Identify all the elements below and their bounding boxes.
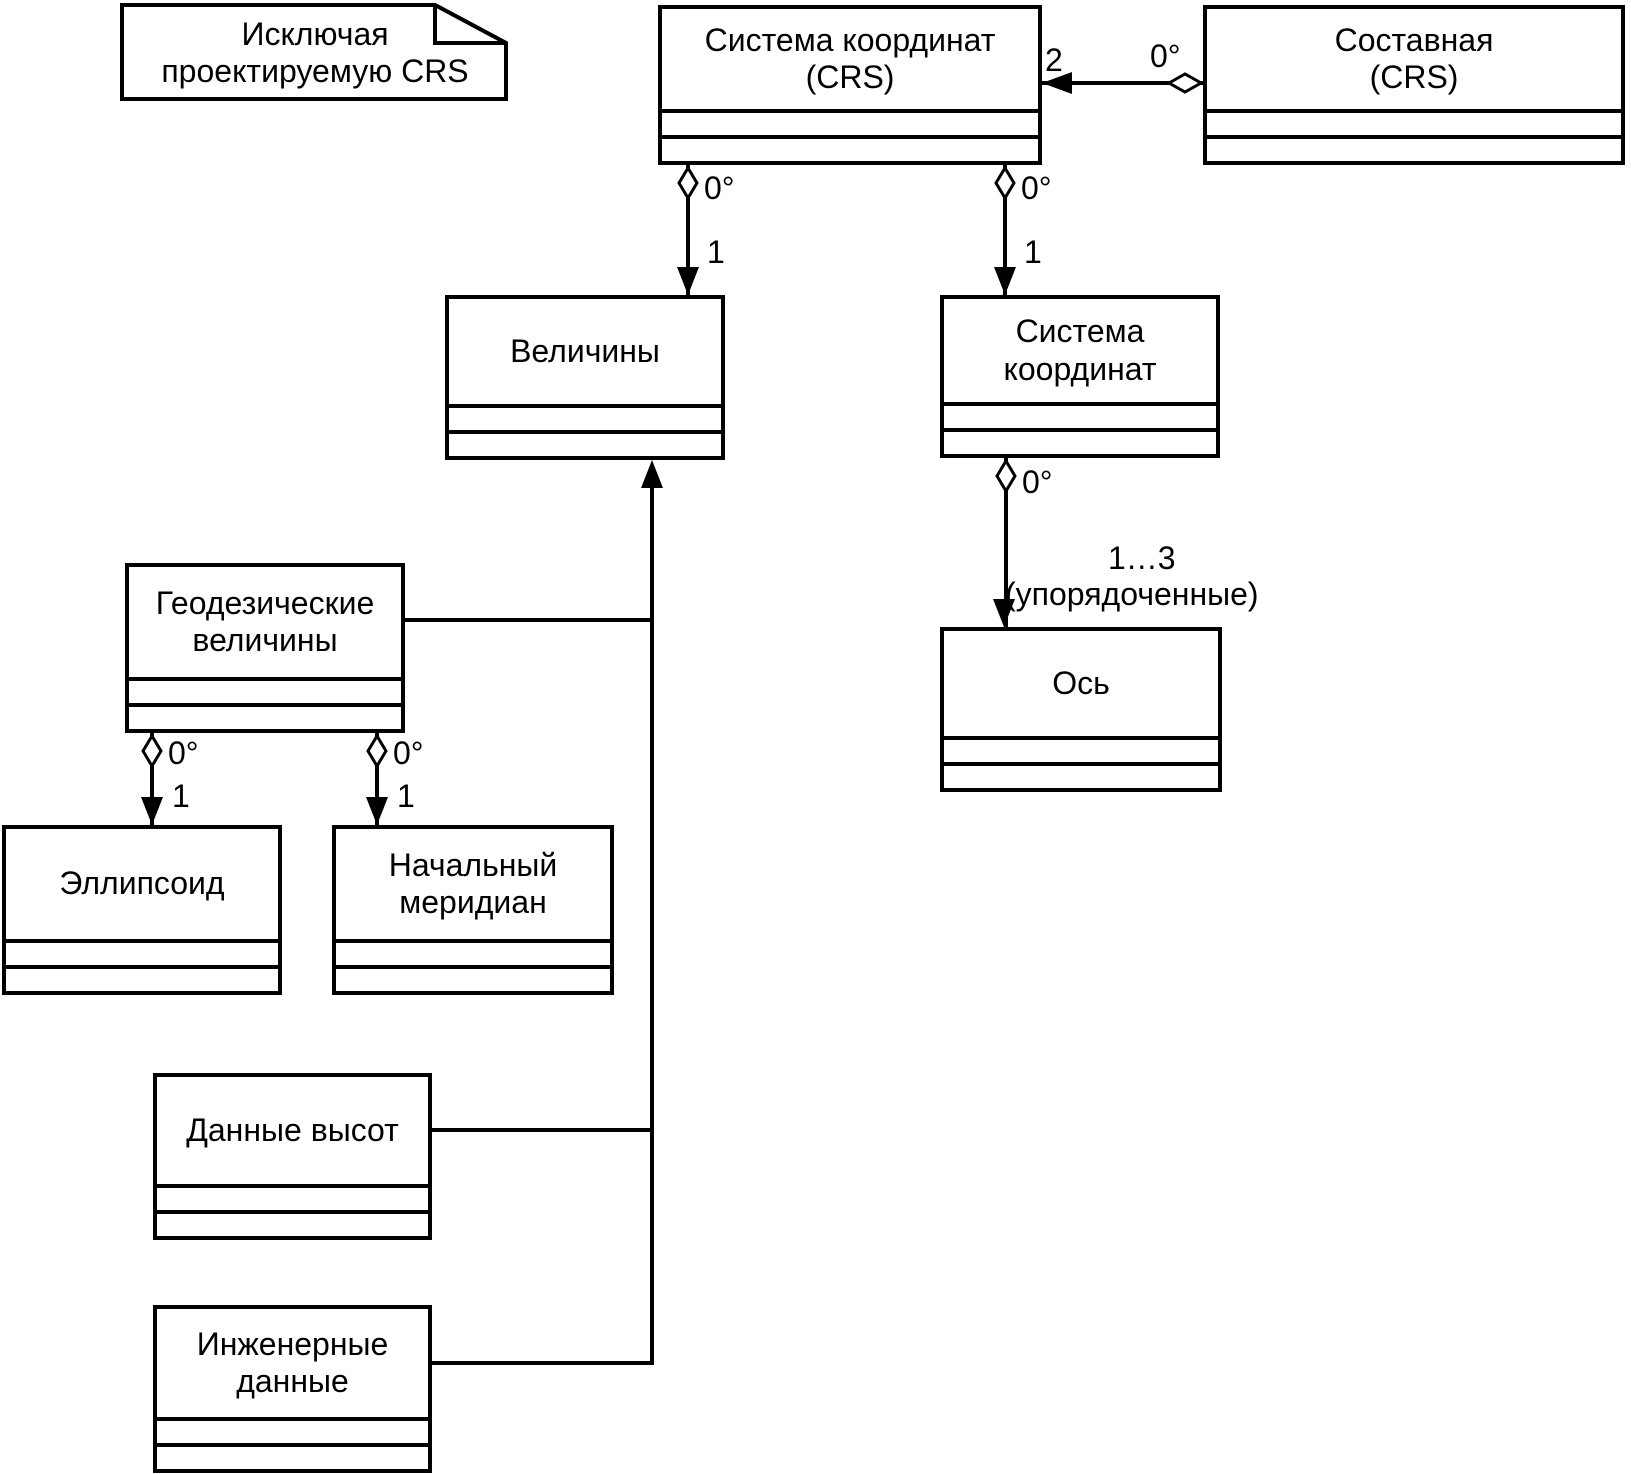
multiplicity-label: 1 bbox=[1024, 234, 1042, 270]
aggregation-diamond-icon bbox=[366, 733, 388, 773]
operations-compartment bbox=[336, 965, 610, 991]
arrowhead-icon bbox=[366, 797, 388, 825]
operations-compartment bbox=[129, 703, 401, 729]
note-text: Исключая проектируемую CRS bbox=[120, 3, 510, 103]
multiplicity-label: 0° bbox=[1150, 38, 1181, 74]
edge-geodetic-to-ellipsoid-line bbox=[150, 733, 154, 825]
note-text-line: проектируемую CRS bbox=[161, 53, 469, 89]
multiplicity-label: 1…3 bbox=[1108, 540, 1176, 576]
arrowhead-icon bbox=[994, 267, 1016, 295]
edge-cs-to-axis-line bbox=[1004, 458, 1008, 627]
operations-compartment bbox=[944, 762, 1218, 788]
attributes-compartment bbox=[449, 404, 721, 430]
multiplicity-label: 0° bbox=[168, 735, 199, 771]
operations-compartment bbox=[1207, 135, 1621, 161]
aggregation-diamond-icon bbox=[994, 165, 1016, 205]
arrowhead-icon bbox=[1042, 72, 1072, 94]
class-coordinate-system: Система координат bbox=[940, 295, 1220, 458]
attributes-compartment bbox=[944, 402, 1216, 428]
operations-compartment bbox=[449, 430, 721, 456]
class-title-line: Ось bbox=[1052, 664, 1110, 701]
class-ellipsoid-title: Эллипсоид bbox=[6, 829, 278, 939]
operations-compartment bbox=[157, 1443, 428, 1469]
class-title-line: Система координат bbox=[704, 21, 996, 58]
class-vertical-datum: Данные высот bbox=[153, 1073, 432, 1240]
class-prime-meridian: Начальный меридиан bbox=[332, 825, 614, 995]
note-folded-corner bbox=[433, 1, 507, 45]
class-vertical-datum-title: Данные высот bbox=[157, 1077, 428, 1184]
class-geodetic-datums: Геодезические величины bbox=[125, 563, 405, 733]
class-title-line: координат bbox=[1003, 350, 1157, 387]
multiplicity-label: 2 bbox=[1045, 42, 1063, 78]
attributes-compartment bbox=[1207, 109, 1621, 135]
class-title-line: Начальный bbox=[388, 846, 558, 883]
multiplicity-label: 1 bbox=[707, 234, 725, 270]
operations-compartment bbox=[662, 135, 1038, 161]
edge-compound-to-crs-line bbox=[1042, 81, 1203, 85]
class-title-line: Геодезические bbox=[155, 584, 375, 621]
class-datums-title: Величины bbox=[449, 299, 721, 404]
class-title-line: Инженерные bbox=[196, 1325, 389, 1362]
class-compound-crs-title: Составная (CRS) bbox=[1207, 9, 1621, 109]
attributes-compartment bbox=[944, 736, 1218, 762]
arrowhead-icon bbox=[641, 460, 663, 488]
aggregation-diamond-icon bbox=[141, 733, 163, 773]
edge-vertical-datum-branch-line bbox=[432, 1128, 654, 1132]
class-title-line: (CRS) bbox=[805, 59, 895, 95]
class-crs: Система координат (CRS) bbox=[658, 5, 1042, 165]
class-datums: Величины bbox=[445, 295, 725, 460]
class-title-line: Составная bbox=[1334, 21, 1494, 58]
class-ellipsoid: Эллипсоид bbox=[2, 825, 282, 995]
class-title-line: Величины bbox=[510, 332, 660, 369]
class-title-line: Эллипсоид bbox=[59, 865, 225, 902]
class-coordinate-system-title: Система координат bbox=[944, 299, 1216, 402]
multiplicity-label: 0° bbox=[704, 170, 735, 206]
class-title-line: Система bbox=[1015, 313, 1145, 350]
datum-tree-trunk-line bbox=[650, 484, 654, 1365]
class-crs-title: Система координат (CRS) bbox=[662, 9, 1038, 109]
aggregation-diamond-icon bbox=[1165, 72, 1205, 99]
class-geodetic-datums-title: Геодезические величины bbox=[129, 567, 401, 677]
class-compound-crs: Составная (CRS) bbox=[1203, 5, 1625, 165]
attributes-compartment bbox=[157, 1417, 428, 1443]
class-engineering-datum-title: Инженерные данные bbox=[157, 1309, 428, 1417]
arrowhead-icon bbox=[677, 267, 699, 295]
attributes-compartment bbox=[157, 1184, 428, 1210]
note-text-line: Исключая bbox=[241, 16, 389, 53]
class-axis: Ось bbox=[940, 627, 1222, 792]
attributes-compartment bbox=[336, 939, 610, 965]
class-title-line: величины bbox=[192, 622, 338, 658]
edge-crs-to-cs-line bbox=[1003, 165, 1007, 295]
attributes-compartment bbox=[6, 939, 278, 965]
class-title-line: (CRS) bbox=[1369, 59, 1459, 95]
arrowhead-icon bbox=[141, 797, 163, 825]
edge-engineering-datum-branch-line bbox=[432, 1361, 654, 1365]
attributes-compartment bbox=[129, 677, 401, 703]
note-outline-shape bbox=[120, 1, 508, 101]
multiplicity-label: 0° bbox=[1022, 464, 1053, 500]
multiplicity-label: 0° bbox=[393, 735, 424, 771]
class-title-line: данные bbox=[236, 1363, 349, 1399]
operations-compartment bbox=[6, 965, 278, 991]
edge-crs-to-datums-line bbox=[686, 165, 690, 295]
class-axis-title: Ось bbox=[944, 631, 1218, 736]
class-engineering-datum: Инженерные данные bbox=[153, 1305, 432, 1473]
edge-geodetic-to-prime-meridian-line bbox=[375, 733, 379, 825]
multiplicity-label: 1 bbox=[172, 778, 190, 814]
arrowhead-icon bbox=[993, 599, 1015, 627]
multiplicity-note-label: (упорядоченные) bbox=[1005, 576, 1259, 612]
aggregation-diamond-icon bbox=[677, 165, 699, 205]
uml-note: Исключая проектируемую CRS bbox=[120, 1, 510, 103]
class-title-line: меридиан bbox=[399, 884, 547, 920]
multiplicity-label: 1 bbox=[397, 778, 415, 814]
attributes-compartment bbox=[662, 109, 1038, 135]
aggregation-diamond-icon bbox=[995, 458, 1017, 498]
operations-compartment bbox=[157, 1210, 428, 1236]
edge-geodetic-branch-line bbox=[405, 618, 654, 622]
multiplicity-label: 0° bbox=[1021, 170, 1052, 206]
class-title-line: Данные высот bbox=[186, 1111, 399, 1148]
operations-compartment bbox=[944, 428, 1216, 454]
class-prime-meridian-title: Начальный меридиан bbox=[336, 829, 610, 939]
